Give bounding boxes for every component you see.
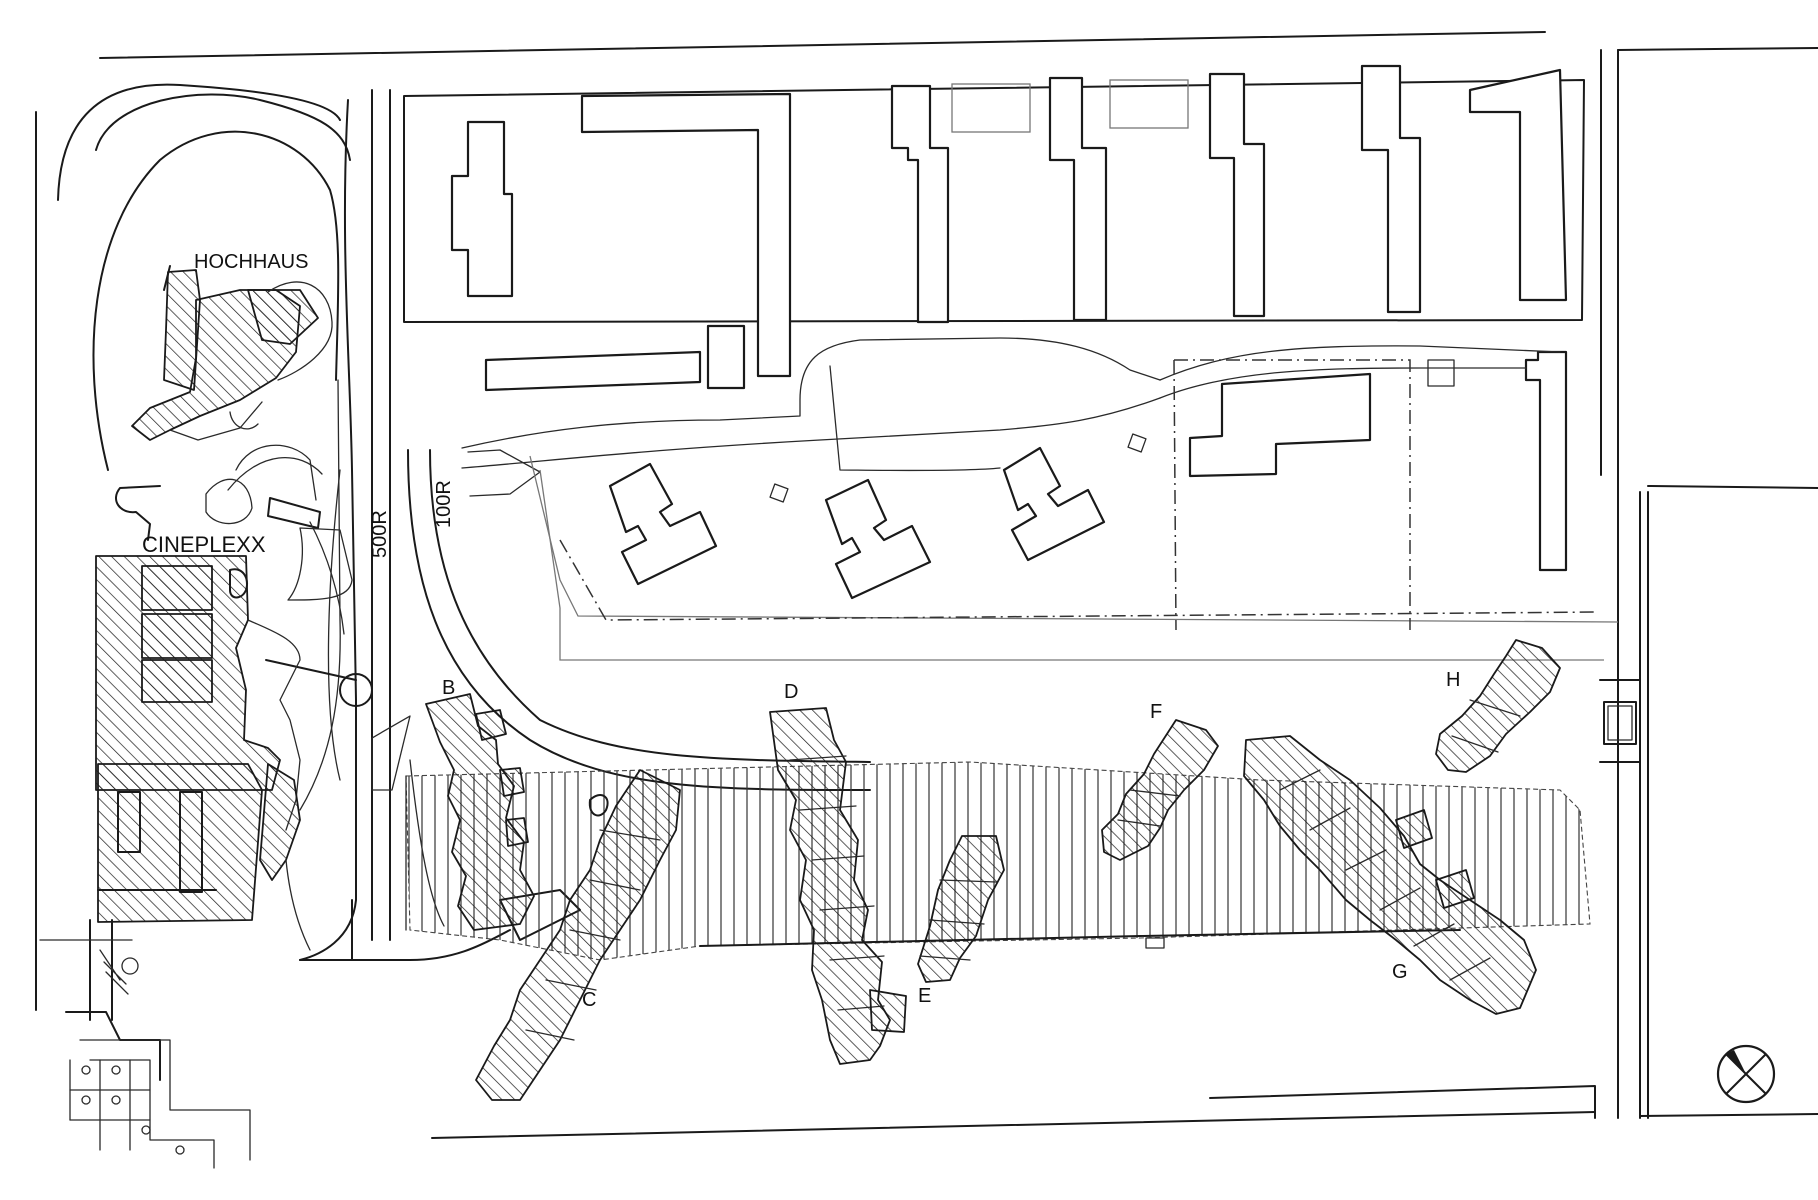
label-block-c: C	[582, 989, 596, 1011]
block-g	[1243, 735, 1537, 1015]
block-e	[917, 835, 1005, 983]
north-block-outline	[403, 79, 1585, 323]
cineplexx-complex	[39, 555, 311, 1021]
hochhaus-complex	[131, 265, 333, 441]
north-arrow-icon	[1716, 1044, 1776, 1104]
block-b	[425, 693, 535, 931]
pavilions	[769, 359, 1455, 503]
block-c	[475, 769, 681, 1101]
block-h	[1435, 639, 1561, 773]
label-block-b: B	[442, 677, 455, 699]
label-radius-500: 500R	[369, 510, 391, 558]
labels: HOCHHAUS CINEPLEXX 500R 100R B C D E F G…	[142, 251, 1460, 1011]
label-hochhaus: HOCHHAUS	[194, 251, 308, 273]
label-radius-100: 100R	[433, 480, 455, 528]
label-block-f: F	[1150, 701, 1162, 723]
label-block-e: E	[918, 985, 931, 1007]
east-kiosk	[1599, 679, 1641, 763]
block-d	[769, 707, 907, 1065]
label-block-h: H	[1446, 669, 1460, 691]
label-cineplexx: CINEPLEXX	[142, 532, 266, 557]
existing-buildings-north	[450, 64, 1568, 572]
villas	[608, 446, 1106, 600]
property-lines	[559, 359, 1599, 631]
plaza	[115, 444, 373, 707]
access-road	[57, 83, 871, 961]
label-block-d: D	[784, 681, 798, 703]
park-paths	[461, 337, 1619, 661]
block-f	[1101, 719, 1219, 861]
label-block-g: G	[1392, 961, 1408, 983]
southwest-structures	[65, 1011, 251, 1169]
street-lines	[35, 31, 1818, 1139]
residential-blocks	[425, 639, 1561, 1101]
